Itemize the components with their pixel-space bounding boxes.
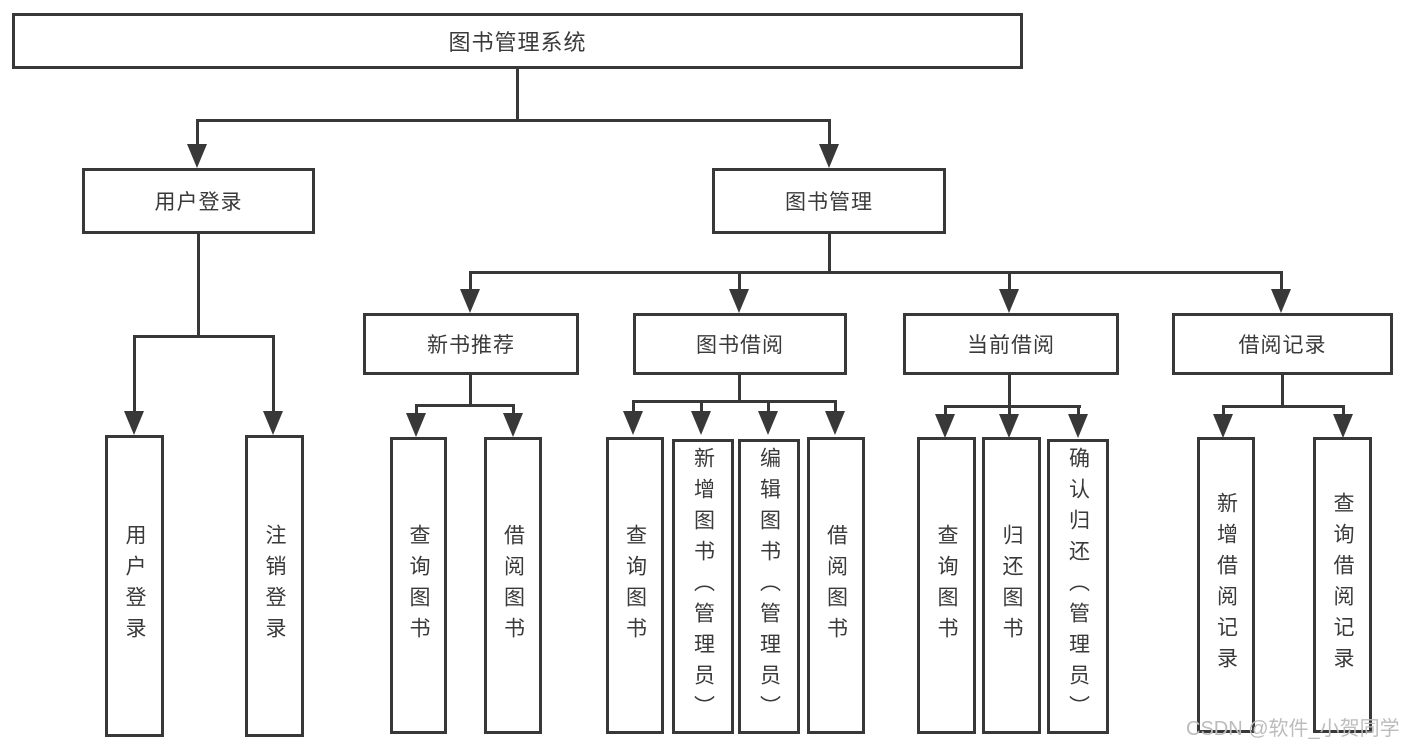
arrow-down-book-borrowing xyxy=(729,289,749,313)
node-label: 借阅记录 xyxy=(1238,334,1327,357)
connector-stub-return-books xyxy=(1008,405,1011,416)
connector-stub-search-borrow-record xyxy=(1342,405,1345,416)
connector-current-rail xyxy=(944,405,1081,408)
csdn-watermark: CSDN @软件_小贺同学 xyxy=(1186,718,1400,740)
leaf-search-books-recommendation: 查询图书 xyxy=(390,437,447,734)
arrow-down-search-books-1 xyxy=(406,413,426,437)
connector-stub-edit-book xyxy=(767,400,770,414)
leaf-label: 查询图书 xyxy=(623,523,647,648)
node-library-management-system: 图书管理系统 xyxy=(12,13,1023,69)
connector-stub-search-books-2 xyxy=(632,400,635,414)
connector-stub-book-management xyxy=(828,119,831,147)
leaf-label: 新增借阅记录 xyxy=(1214,492,1238,678)
arrow-down-book-management xyxy=(819,144,839,168)
connector-book-management-trunk xyxy=(828,234,831,274)
connector-root-trunk xyxy=(516,68,519,121)
node-label: 图书管理系统 xyxy=(448,30,587,55)
connector-stub-borrow-books-1 xyxy=(512,404,515,416)
arrow-down-confirm-return xyxy=(1068,414,1088,438)
node-new-book-recommendation: 新书推荐 xyxy=(363,313,579,375)
connector-stub-search-books-1 xyxy=(415,404,418,416)
leaf-search-borrow-record: 查询借阅记录 xyxy=(1313,437,1372,733)
arrow-down-return-books xyxy=(999,414,1019,438)
arrow-down-add-borrow-record xyxy=(1213,414,1233,438)
connector-level3-rail xyxy=(469,271,1283,274)
leaf-label: 确认归还（管理员） xyxy=(1066,447,1090,726)
arrow-down-borrowing-records xyxy=(1271,289,1291,313)
leaf-label: 借阅图书 xyxy=(501,523,525,648)
node-label: 当前借阅 xyxy=(967,334,1055,357)
connector-stub-leaf-user-login xyxy=(133,335,136,413)
connector-stub-leaf-logout xyxy=(272,335,275,413)
connector-stub-confirm-return xyxy=(1077,405,1080,416)
leaf-edit-book-admin: 编辑图书（管理员） xyxy=(738,439,800,734)
connector-stub-search-books-3 xyxy=(944,405,947,416)
connector-current-trunk xyxy=(1008,375,1011,407)
arrow-down-edit-book xyxy=(758,411,778,435)
leaf-label: 借阅图书 xyxy=(824,523,848,648)
connector-recommendation-rail xyxy=(415,404,515,407)
arrow-down-borrow-books-1 xyxy=(503,413,523,437)
node-current-borrowing: 当前借阅 xyxy=(903,313,1119,375)
arrow-down-borrow-books-2 xyxy=(825,411,845,435)
leaf-label: 编辑图书（管理员） xyxy=(757,447,781,726)
leaf-label: 用户登录 xyxy=(123,524,146,648)
node-label: 用户登录 xyxy=(154,191,243,214)
node-user-login: 用户登录 xyxy=(82,168,315,234)
connector-stub-user-login xyxy=(196,119,199,147)
leaf-label: 查询借阅记录 xyxy=(1331,492,1354,678)
leaf-search-books-current: 查询图书 xyxy=(917,437,976,734)
arrow-down-add-book xyxy=(691,411,711,435)
arrow-down-user-login xyxy=(187,144,207,168)
leaf-label: 查询图书 xyxy=(407,523,430,648)
connector-records-trunk xyxy=(1281,375,1284,407)
connector-borrowing-trunk xyxy=(738,375,741,402)
leaf-borrow-books-borrowing: 借阅图书 xyxy=(807,437,865,734)
connector-user-login-trunk xyxy=(197,234,200,338)
node-label: 图书管理 xyxy=(785,191,873,214)
arrow-down-search-books-2 xyxy=(623,411,643,435)
node-label: 新书推荐 xyxy=(427,334,515,357)
node-book-borrowing: 图书借阅 xyxy=(633,313,847,375)
leaf-confirm-return-admin: 确认归还（管理员） xyxy=(1047,439,1109,734)
connector-stub-borrow-books-2 xyxy=(834,400,837,414)
leaf-add-book-admin: 新增图书（管理员） xyxy=(672,439,734,734)
node-book-management: 图书管理 xyxy=(712,168,946,234)
leaf-borrow-books-recommendation: 借阅图书 xyxy=(484,437,542,734)
connector-recommendation-trunk xyxy=(469,375,472,406)
leaf-label: 新增图书（管理员） xyxy=(691,447,715,726)
connector-stub-new-book-recommendation xyxy=(469,271,472,291)
leaf-search-books-borrowing: 查询图书 xyxy=(606,437,664,734)
connector-user-login-rail xyxy=(133,335,275,338)
connector-stub-current-borrowing xyxy=(1008,271,1011,291)
arrow-down-search-borrow-record xyxy=(1333,414,1353,438)
connector-stub-add-borrow-record xyxy=(1222,405,1225,416)
connector-records-rail xyxy=(1222,405,1345,408)
leaf-label: 查询图书 xyxy=(935,523,958,648)
connector-borrowing-rail xyxy=(632,400,837,403)
connector-stub-borrowing-records xyxy=(1280,271,1283,291)
leaf-return-books: 归还图书 xyxy=(982,437,1041,734)
connector-stub-book-borrowing xyxy=(738,271,741,291)
leaf-label: 归还图书 xyxy=(1000,523,1023,648)
arrow-down-new-book-recommendation xyxy=(460,289,480,313)
leaf-add-borrow-record: 新增借阅记录 xyxy=(1197,437,1255,733)
leaf-logout: 注销登录 xyxy=(245,435,304,737)
connector-level2-rail xyxy=(196,119,831,122)
leaf-user-login: 用户登录 xyxy=(105,435,164,737)
arrow-down-current-borrowing xyxy=(999,289,1019,313)
node-label: 图书借阅 xyxy=(696,334,784,357)
node-borrowing-records: 借阅记录 xyxy=(1172,313,1393,375)
arrow-down-search-books-3 xyxy=(935,414,955,438)
arrow-down-leaf-logout xyxy=(263,411,283,435)
leaf-label: 注销登录 xyxy=(263,524,286,648)
arrow-down-leaf-user-login xyxy=(124,411,144,435)
connector-stub-add-book xyxy=(700,400,703,414)
